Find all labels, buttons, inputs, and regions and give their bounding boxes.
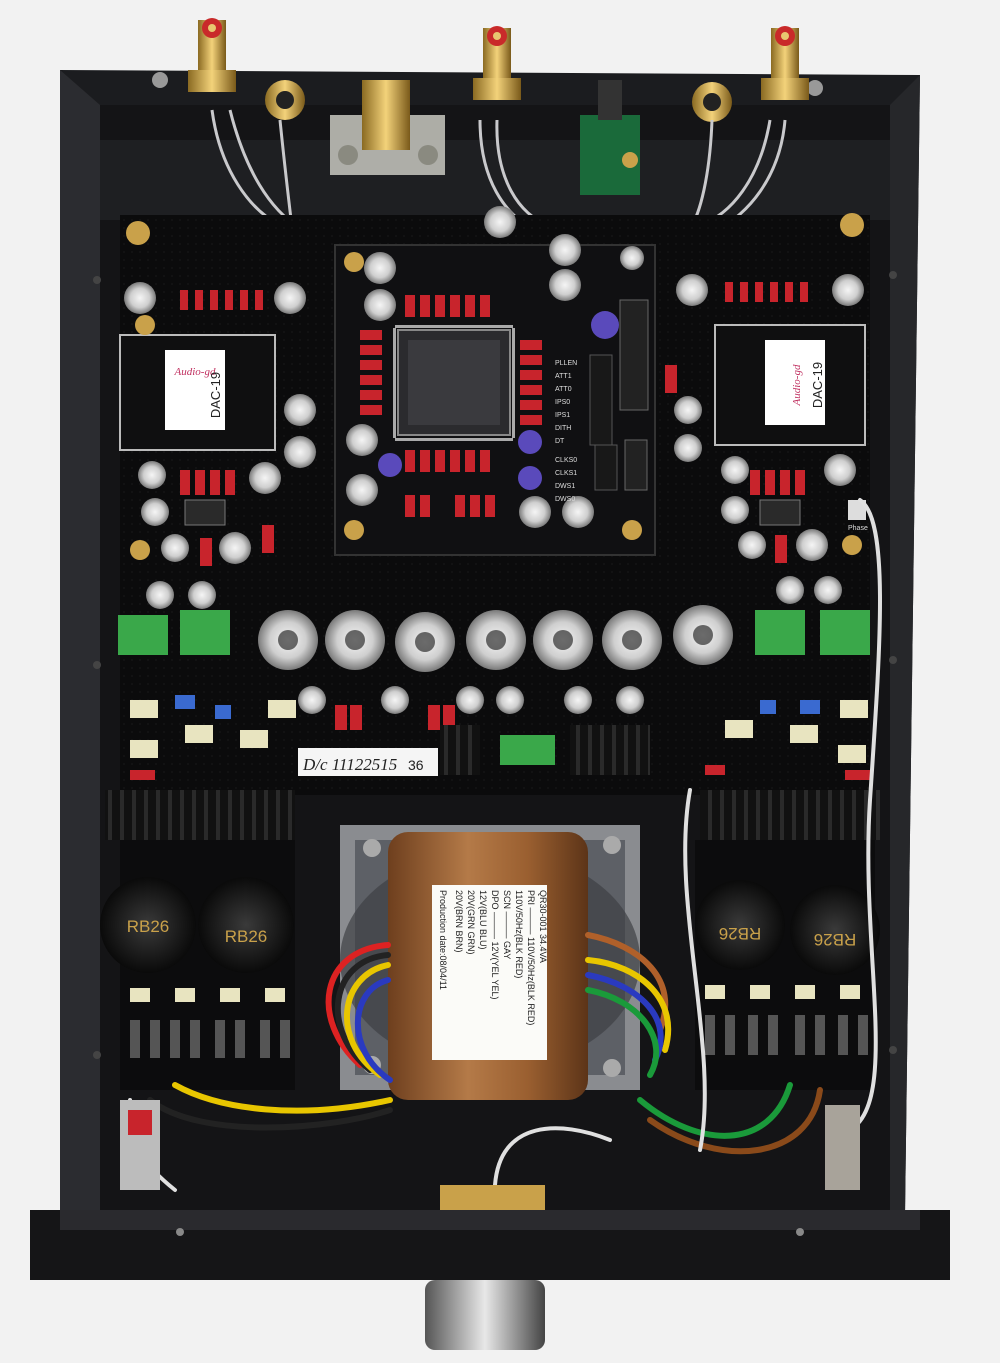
pcb-silkscreen: PLLEN ATT1 ATT0 IPS0 IPS1 DITH DT CLKS0 … <box>555 360 577 503</box>
svg-text:12V(BLU BLU): 12V(BLU BLU) <box>478 890 488 950</box>
svg-text:Audio-gd: Audio-gd <box>174 366 216 378</box>
svg-text:SCN ——— GAY: SCN ——— GAY <box>502 890 512 959</box>
svg-text:RB26: RB26 <box>814 930 857 949</box>
transformer-wires <box>126 498 882 1192</box>
rca-connectors <box>188 18 809 195</box>
svg-text:20V(GRN GRN): 20V(GRN GRN) <box>466 890 476 955</box>
power-switch <box>120 1100 860 1210</box>
svg-text:RB26: RB26 <box>127 917 170 936</box>
main-pcb: PLLEN ATT1 ATT0 IPS0 IPS1 DITH DT CLKS0 … <box>118 206 870 795</box>
svg-text:IPS0: IPS0 <box>555 399 570 406</box>
svg-text:QR30-001 34.4VA: QR30-001 34.4VA <box>538 890 548 963</box>
power-transformer: QR30-001 34.4VA PRI ——— 110V/50Hz(BLK RE… <box>340 825 640 1100</box>
heatsinks <box>105 725 880 840</box>
svg-text:ATT1: ATT1 <box>555 373 572 380</box>
svg-text:20V(BRN BRN): 20V(BRN BRN) <box>454 890 464 953</box>
volume-knob <box>425 1280 545 1350</box>
svg-text:DWS0: DWS0 <box>555 496 575 503</box>
serial-sticker: D/c 11122515 36 <box>298 748 438 776</box>
svg-text:CLKS0: CLKS0 <box>555 457 577 464</box>
svg-text:PRI ——— 110V/50Hz(BLK RED): PRI ——— 110V/50Hz(BLK RED) <box>526 890 536 1025</box>
svg-text:RB26: RB26 <box>719 924 762 943</box>
svg-text:DAC-19: DAC-19 <box>208 372 223 418</box>
cap-rb26-2 <box>198 877 294 973</box>
right-analog: Audio-gd DAC-19 Phase <box>665 213 870 655</box>
right-transformer-label <box>765 340 825 425</box>
svg-text:DITH: DITH <box>555 425 571 432</box>
svg-text:DT: DT <box>555 438 565 445</box>
svg-text:CLKS1: CLKS1 <box>555 470 577 477</box>
power-supply-left: RB26 RB26 <box>100 840 295 1090</box>
svg-text:PLLEN: PLLEN <box>555 360 577 367</box>
svg-text:Audio-gd: Audio-gd <box>791 364 803 406</box>
left-analog: Audio-gd DAC-19 <box>118 221 316 655</box>
svg-text:36: 36 <box>408 757 424 773</box>
svg-text:Production date:08/04/11: Production date:08/04/11 <box>438 890 448 990</box>
svg-text:ATT0: ATT0 <box>555 386 572 393</box>
transformer-label <box>432 885 547 1060</box>
svg-text:DAC-19: DAC-19 <box>810 362 825 408</box>
filter-capacitors <box>258 605 733 730</box>
svg-text:Phase: Phase <box>848 525 868 532</box>
front-panel <box>30 1210 950 1350</box>
svg-text:110V/50Hz(BLK RED): 110V/50Hz(BLK RED) <box>514 890 524 978</box>
svg-text:D/c 11122515: D/c 11122515 <box>302 755 397 774</box>
svg-text:DPO ——— 12V(YEL YEL): DPO ——— 12V(YEL YEL) <box>490 890 500 1000</box>
cap-rb26-1 <box>100 877 196 973</box>
regulator-rows <box>130 695 870 780</box>
svg-text:IPS1: IPS1 <box>555 412 570 419</box>
svg-text:RB26: RB26 <box>225 927 268 946</box>
left-transformer-label <box>165 350 225 430</box>
svg-text:DWS1: DWS1 <box>555 483 575 490</box>
power-supply-right: RB26 RB26 <box>695 840 880 1090</box>
